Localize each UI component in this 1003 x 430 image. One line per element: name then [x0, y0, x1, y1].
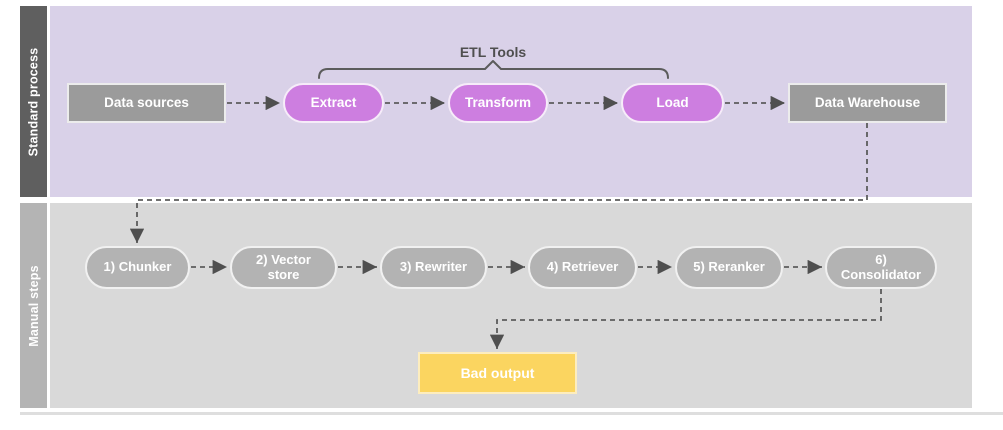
node-extract: Extract [283, 83, 384, 123]
node-rewriter: 3) Rewriter [380, 246, 487, 289]
node-label-transform: Transform [464, 95, 532, 111]
lane-bar-standard-process: Standard process [20, 6, 47, 197]
node-data-warehouse: Data Warehouse [788, 83, 947, 123]
lane-bar-manual-steps: Manual steps [20, 203, 47, 408]
node-transform: Transform [448, 83, 548, 123]
node-label-extract: Extract [310, 95, 357, 111]
node-bad-output: Bad output [418, 352, 577, 394]
node-label-vector-store: 2) Vector store [256, 251, 311, 282]
node-label-retriever: 4) Retriever [546, 259, 619, 275]
node-vector-store: 2) Vector store [230, 246, 337, 289]
lane-label-manual-steps: Manual steps [26, 264, 41, 347]
node-label-data-sources: Data sources [104, 95, 189, 111]
node-consolidator: 6) Consolidator [825, 246, 937, 289]
node-label-bad-output: Bad output [460, 364, 535, 381]
node-data-sources: Data sources [67, 83, 226, 123]
node-label-rewriter: 3) Rewriter [399, 259, 468, 275]
page-divider [20, 412, 1003, 415]
node-label-data-warehouse: Data Warehouse [814, 95, 921, 111]
node-chunker: 1) Chunker [85, 246, 190, 289]
node-load: Load [621, 83, 724, 123]
lane-label-standard-process: Standard process [26, 47, 41, 156]
node-label-chunker: 1) Chunker [103, 259, 172, 275]
node-retriever: 4) Retriever [528, 246, 637, 289]
node-label-reranker: 5) Reranker [693, 259, 765, 275]
etl-tools-label: ETL Tools [459, 44, 527, 60]
node-label-load: Load [656, 95, 689, 111]
node-label-consolidator: 6) Consolidator [840, 251, 922, 282]
node-reranker: 5) Reranker [675, 246, 783, 289]
